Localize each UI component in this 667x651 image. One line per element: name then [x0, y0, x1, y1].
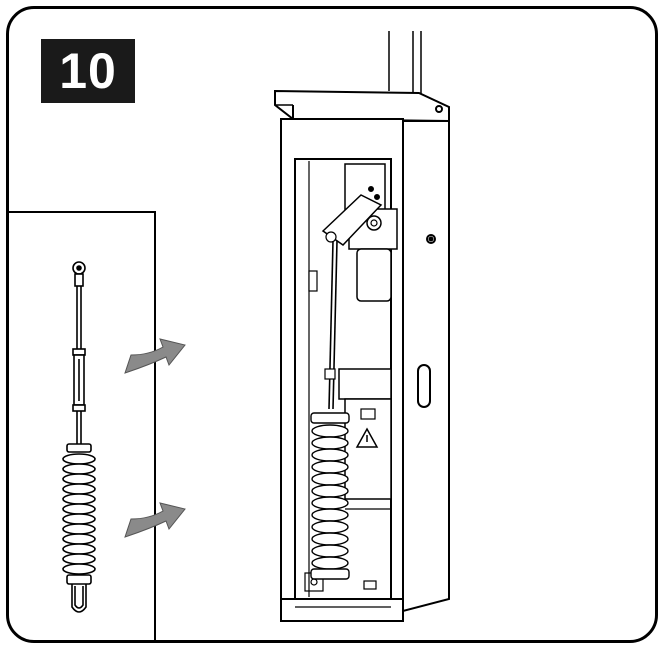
right-arrow-icon: [124, 338, 186, 374]
illustration-frame: 10: [6, 6, 658, 643]
cabinet-coil-spring: [310, 412, 350, 580]
warning-triangle-icon: [355, 427, 379, 448]
detail-spring-assembly: [62, 261, 96, 613]
step-number-badge: 10: [41, 39, 135, 103]
barrier-cabinet: [274, 31, 450, 622]
detail-coil-spring: [62, 443, 96, 585]
detail-inset: [9, 211, 156, 640]
right-arrow-icon: [124, 502, 186, 538]
assembly-illustration: [9, 31, 450, 640]
